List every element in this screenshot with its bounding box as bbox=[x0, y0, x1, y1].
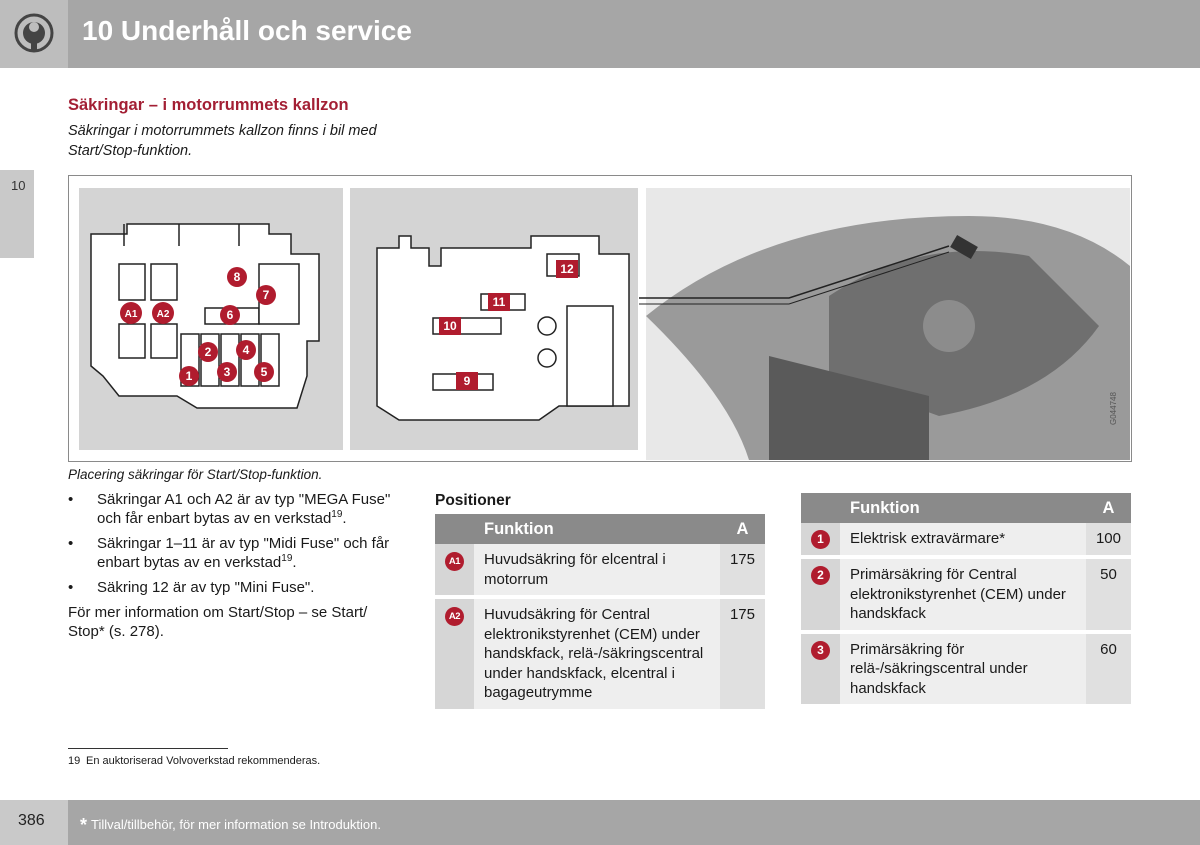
amp-cell: 50 bbox=[1085, 557, 1131, 634]
fuse-label-4: 4 bbox=[243, 343, 250, 357]
list-item: Säkring 12 är av typ "Mini Fuse". bbox=[68, 578, 408, 597]
section-title: Säkringar – i motorrummets kallzon bbox=[68, 96, 349, 114]
table-row: A2 Huvudsäkring för Central elektronikst… bbox=[435, 597, 765, 713]
chapter-side-tab bbox=[0, 170, 34, 258]
fuse-label-2: 2 bbox=[205, 345, 212, 359]
table-row: 3 Primärsäkring för relä-/säkringscentra… bbox=[801, 631, 1131, 708]
footnote-divider bbox=[68, 748, 228, 749]
table-row: A1 Huvudsäkring för elcentral i motorrum… bbox=[435, 544, 765, 599]
fuse-diagram: 8 7 A1 A2 6 2 4 1 3 5 12 11 10 9 bbox=[79, 188, 1130, 460]
fuse-label-6: 6 bbox=[227, 308, 234, 322]
fuse-label-3: 3 bbox=[224, 365, 231, 379]
fuse-location-figure: 8 7 A1 A2 6 2 4 1 3 5 12 11 10 9 bbox=[68, 175, 1132, 462]
fuse-label-11: 11 bbox=[493, 295, 506, 309]
fusebox-drawing-middle bbox=[376, 235, 630, 421]
list-item: Säkringar A1 och A2 är av typ "MEGA Fuse… bbox=[68, 490, 408, 528]
footer-note: *Tillval/tillbehör, för mer information … bbox=[80, 815, 381, 835]
amp-cell: 100 bbox=[1085, 523, 1131, 559]
chapter-title: 10 Underhåll och service bbox=[82, 15, 412, 46]
fuse-label-8: 8 bbox=[234, 270, 241, 284]
fuse-label-a2: A2 bbox=[157, 309, 170, 320]
function-cell: Huvudsäkring för Central elektronikstyre… bbox=[474, 597, 720, 713]
left-fuse-labels: 8 7 A1 A2 6 2 4 1 3 5 bbox=[120, 267, 276, 386]
function-cell: Elektrisk extravärmare* bbox=[840, 523, 1086, 559]
fuse-table-a: Funktion A A1 Huvudsäkring för elcentral… bbox=[435, 514, 765, 713]
fuse-badge: 2 bbox=[811, 566, 830, 585]
amp-cell: 175 bbox=[719, 597, 765, 713]
fuse-label-9: 9 bbox=[464, 374, 471, 388]
list-item: Säkringar 1–11 är av typ "Midi Fuse" och… bbox=[68, 534, 408, 572]
fuse-label-12: 12 bbox=[560, 262, 574, 276]
table-row: 1 Elektrisk extravärmare* 100 bbox=[801, 523, 1131, 559]
column-header-amp: A bbox=[719, 514, 765, 544]
fuse-label-a1: A1 bbox=[125, 309, 138, 320]
fuse-label-10: 10 bbox=[443, 319, 457, 333]
column-header-function: Funktion bbox=[840, 493, 1086, 523]
fuse-table-numbered: Funktion A 1 Elektrisk extravärmare* 100… bbox=[801, 493, 1131, 708]
fuse-label-1: 1 bbox=[186, 369, 193, 383]
column-header-amp: A bbox=[1085, 493, 1131, 523]
chapter-side-number: 10 bbox=[11, 178, 26, 193]
function-cell: Primärsäkring för Central elektronikstyr… bbox=[840, 557, 1086, 634]
footer-bar bbox=[68, 800, 1200, 845]
fuse-badge: A2 bbox=[445, 607, 464, 626]
section-subtitle: Säkringar i motorrummets kallzon finns i… bbox=[68, 123, 377, 159]
fuse-badge: 1 bbox=[811, 530, 830, 549]
fuse-badge: A1 bbox=[445, 552, 464, 571]
amp-cell: 60 bbox=[1085, 631, 1131, 708]
function-cell: Primärsäkring för relä-/säkringscentral … bbox=[840, 631, 1086, 708]
figure-code: G044748 bbox=[1109, 392, 1118, 425]
function-cell: Huvudsäkring för elcentral i motorrum bbox=[474, 544, 720, 599]
middle-fuse-labels: 12 11 10 9 bbox=[439, 260, 578, 390]
footer-page-area bbox=[0, 800, 68, 845]
fuse-label-7: 7 bbox=[263, 288, 270, 302]
fuse-badge: 3 bbox=[811, 640, 830, 660]
table-row: 2 Primärsäkring för Central elektronikst… bbox=[801, 557, 1131, 634]
amp-cell: 175 bbox=[719, 544, 765, 599]
fuse-label-5: 5 bbox=[261, 365, 268, 379]
bullet-list: Säkringar A1 och A2 är av typ "MEGA Fuse… bbox=[68, 490, 408, 641]
figure-caption: Placering säkringar för Start/Stop-funkt… bbox=[68, 467, 323, 482]
column-header-function: Funktion bbox=[474, 514, 720, 544]
header-bar bbox=[68, 0, 1200, 68]
wrench-gear-icon bbox=[14, 13, 54, 53]
page-number: 386 bbox=[18, 812, 45, 829]
more-info-text: För mer information om Start/Stop – se S… bbox=[68, 604, 368, 640]
positions-heading: Positioner bbox=[435, 492, 511, 509]
